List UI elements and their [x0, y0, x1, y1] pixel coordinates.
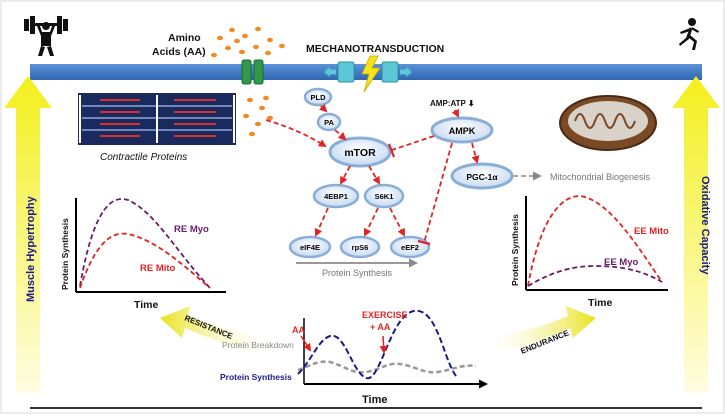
node-eif4e: eIF4E [288, 235, 332, 259]
aa-label: AA [292, 325, 305, 335]
muscle-hypertrophy-arrow [4, 76, 52, 392]
mechanotransduction-label: MECHANOTRANSDUCTION [306, 43, 444, 55]
endurance-arrow [478, 306, 596, 356]
runner-icon [679, 18, 699, 50]
resistance-arrow [160, 306, 278, 356]
bottom-protein-synthesis-label: Protein Synthesis [220, 372, 292, 382]
bottom-graph [297, 309, 488, 389]
amino-acid-dots [211, 26, 285, 137]
svg-text:4EBP1: 4EBP1 [324, 192, 348, 201]
svg-text:PLD: PLD [311, 93, 327, 102]
pathway-arrows [265, 103, 542, 244]
protein-synthesis-label: Protein Synthesis [322, 268, 393, 278]
muscle-hypertrophy-label: Muscle Hypertrophy [25, 195, 37, 302]
contractile-proteins-label: Contractile Proteins [100, 152, 187, 163]
protein-breakdown-label: Protein Breakdown [222, 340, 294, 350]
svg-text:eEF2: eEF2 [401, 243, 419, 252]
left-graph [75, 198, 226, 293]
oxidative-capacity-label: Oxidative Capacity [699, 176, 711, 275]
left-graph-xlabel: Time [134, 299, 158, 311]
right-series-ee-mito [527, 195, 663, 287]
mechanoreceptor-icon [324, 55, 412, 93]
node-mtor: mTOR [328, 136, 392, 168]
amp-atp-label: AMP:ATP ⬇ [430, 99, 475, 108]
node-eef2: eEF2 [389, 235, 431, 259]
svg-text:PGC-1α: PGC-1α [466, 172, 498, 182]
right-graph [525, 195, 668, 291]
inhibition-bars [387, 143, 431, 246]
exercise-label-1: EXERCISE [362, 310, 408, 320]
right-series-ee-myo [527, 265, 663, 287]
right-graph-ylabel: Protein Synthesis [510, 214, 520, 286]
svg-text:rpS6: rpS6 [352, 243, 369, 252]
svg-text:PA: PA [324, 118, 334, 127]
svg-text:mTOR: mTOR [344, 147, 376, 159]
left-graph-ylabel: Protein Synthesis [60, 218, 70, 290]
amino-acid-transporter-icon [241, 59, 264, 85]
svg-text:S6K1: S6K1 [375, 192, 394, 201]
bottom-graph-xlabel: Time [362, 394, 387, 406]
svg-text:AMPK: AMPK [449, 126, 476, 136]
node-ampk: AMPK [430, 116, 494, 144]
amino-acids-label-2: Acids (AA) [152, 46, 206, 58]
svg-text:eIF4E: eIF4E [300, 243, 320, 252]
node-s6k1: S6K1 [363, 183, 405, 209]
right-legend-ee-myo: EE Myo [604, 257, 639, 268]
right-graph-xlabel: Time [588, 297, 612, 309]
node-pa: PA [316, 112, 342, 132]
exercise-label-2: + AA [370, 322, 391, 332]
weightlifter-icon [24, 16, 68, 56]
right-legend-ee-mito: EE Mito [634, 226, 669, 237]
amino-acids-label-1: Amino [168, 32, 201, 44]
left-series-re-mito [79, 232, 211, 289]
mitochondrial-biogenesis-label: Mitochondrial Biogenesis [550, 172, 651, 182]
mitochondrion-icon [559, 95, 657, 151]
left-legend-re-mito: RE Mito [140, 263, 176, 274]
left-series-re-myo [79, 198, 211, 289]
oxidative-capacity-arrow [672, 76, 720, 392]
node-4ebp1: 4EBP1 [312, 183, 360, 209]
sarcomere-icon [78, 93, 236, 145]
left-legend-re-myo: RE Myo [174, 224, 209, 235]
node-pgc1a: PGC-1α [450, 162, 514, 190]
protein-breakdown-curve [297, 360, 477, 374]
node-pld: PLD [303, 87, 333, 107]
node-rps6: rpS6 [339, 235, 381, 259]
